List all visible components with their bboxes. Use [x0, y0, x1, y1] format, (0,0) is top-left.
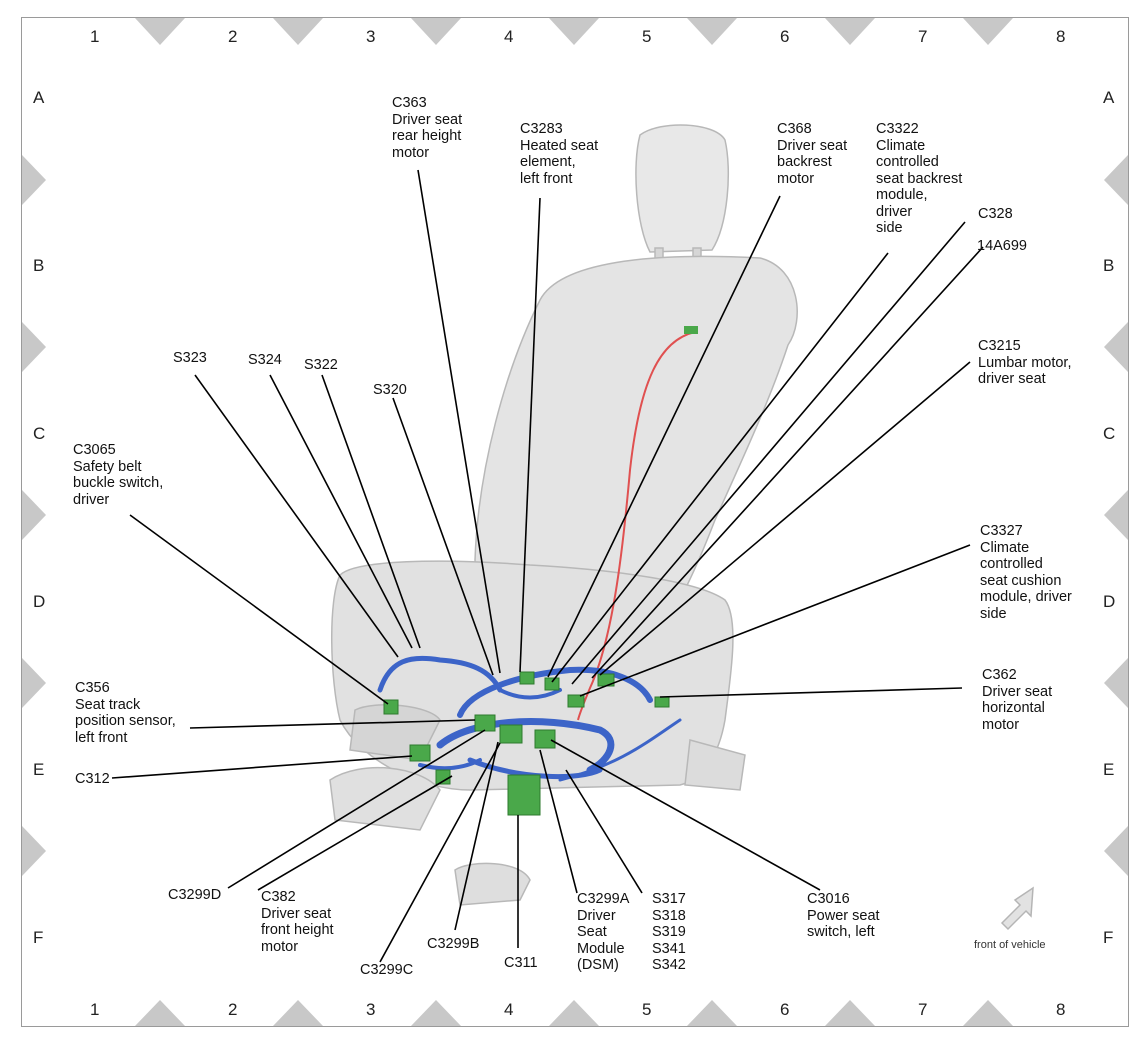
grid-col-6: 6: [780, 27, 790, 46]
label-c3283: C3283 Heated seat element, left front: [520, 121, 599, 187]
grid-col-1-bottom: 1: [90, 1000, 100, 1019]
grid-col-4-bottom: 4: [504, 1000, 514, 1019]
grid-row-b: B: [33, 256, 45, 275]
label-c3299b: C3299B: [427, 936, 480, 952]
label-c311: C311: [504, 955, 538, 971]
grid-row-a-right: A: [1103, 88, 1115, 107]
label-c3299c: C3299C: [360, 962, 414, 978]
label-s324: S324: [248, 352, 282, 368]
label-s320: S320: [373, 382, 407, 398]
leader-lines: [111, 169, 984, 963]
grid-row-a: A: [33, 88, 45, 107]
grid-markers: [22, 18, 1128, 1026]
label-c3299a: C3299A Driver Seat Module (DSM): [577, 891, 630, 973]
label-s317-group: S317 S318 S319 S341 S342: [652, 891, 686, 973]
grid-col-3-bottom: 3: [366, 1000, 376, 1019]
grid-col-7-bottom: 7: [918, 1000, 928, 1019]
grid-row-f-right: F: [1103, 928, 1114, 947]
grid-row-d: D: [33, 592, 46, 611]
grid-col-5-bottom: 5: [642, 1000, 652, 1019]
label-c363: C363 Driver seat rear height motor: [392, 95, 463, 161]
grid-row-d-right: D: [1103, 592, 1116, 611]
grid-row-c: C: [33, 424, 46, 443]
label-c3299d: C3299D: [168, 887, 222, 903]
diagram-frame: [21, 17, 1129, 1027]
label-c368: C368 Driver seat backrest motor: [777, 121, 848, 187]
label-c312: C312: [75, 771, 110, 787]
grid-row-c-right: C: [1103, 424, 1116, 443]
seat-illustration: [329, 124, 798, 906]
grid-col-5: 5: [642, 27, 652, 46]
label-c356: C356 Seat track position sensor, left fr…: [75, 680, 176, 746]
front-arrow-icon: [1000, 886, 1034, 931]
label-c362: C362 Driver seat horizontal motor: [982, 667, 1053, 733]
grid-col-2: 2: [228, 27, 238, 46]
label-c3322: C3322 Climate controlled seat backrest m…: [876, 121, 963, 236]
grid-row-e-right: E: [1103, 760, 1115, 779]
grid-col-6-bottom: 6: [780, 1000, 790, 1019]
grid-col-8: 8: [1056, 27, 1066, 46]
label-c3327: C3327 Climate controlled seat cushion mo…: [980, 523, 1072, 622]
label-c3065: C3065 Safety belt buckle switch, driver: [73, 442, 164, 508]
label-s322: S322: [304, 357, 338, 373]
grid-col-3: 3: [366, 27, 376, 46]
label-c3215: C3215 Lumbar motor, driver seat: [978, 338, 1072, 387]
grid-col-4: 4: [504, 27, 514, 46]
label-14a699: 14A699: [977, 238, 1027, 254]
grid-row-e: E: [33, 760, 45, 779]
connector-green: [684, 326, 698, 334]
label-c3016: C3016 Power seat switch, left: [807, 891, 880, 940]
label-c382: C382 Driver seat front height motor: [261, 889, 334, 955]
label-s323: S323: [173, 350, 207, 366]
label-c328: C328: [978, 206, 1013, 222]
grid-col-8-bottom: 8: [1056, 1000, 1066, 1019]
grid-col-7: 7: [918, 27, 928, 46]
front-of-vehicle-label: front of vehicle: [974, 939, 1046, 951]
red-wire: [577, 331, 696, 721]
grid-col-2-bottom: 2: [228, 1000, 238, 1019]
connectors: [383, 671, 670, 816]
grid-col-1: 1: [90, 27, 100, 46]
grid-row-b-right: B: [1103, 256, 1115, 275]
grid-row-f: F: [33, 928, 44, 947]
